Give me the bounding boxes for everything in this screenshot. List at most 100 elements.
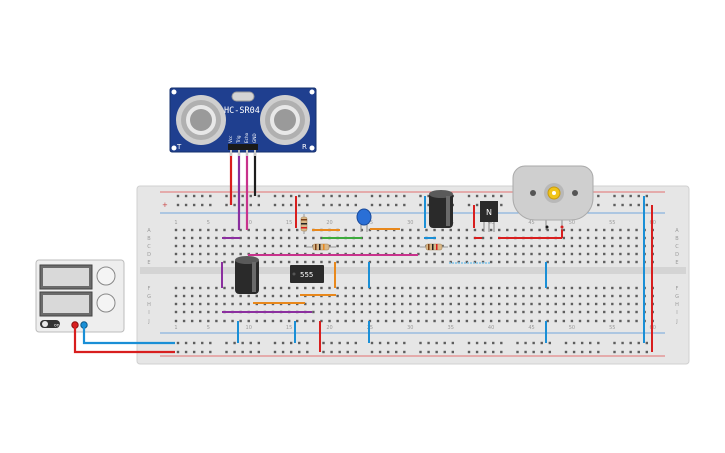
breadboard-hole[interactable] bbox=[441, 228, 444, 232]
breadboard-hole[interactable] bbox=[231, 260, 234, 264]
breadboard-hole[interactable] bbox=[457, 236, 460, 240]
breadboard-hole[interactable] bbox=[279, 236, 283, 240]
breadboard-hole[interactable] bbox=[546, 228, 549, 232]
breadboard-hole[interactable] bbox=[392, 302, 396, 306]
breadboard-hole[interactable] bbox=[570, 228, 574, 232]
rail-hole[interactable] bbox=[209, 341, 212, 345]
rail-hole[interactable] bbox=[354, 350, 358, 354]
breadboard-hole[interactable] bbox=[409, 244, 412, 248]
breadboard-hole[interactable] bbox=[457, 244, 460, 248]
breadboard-hole[interactable] bbox=[586, 236, 590, 240]
breadboard-hole[interactable] bbox=[425, 260, 428, 264]
breadboard-hole[interactable] bbox=[231, 228, 234, 232]
breadboard-hole[interactable] bbox=[376, 302, 380, 306]
rail-hole[interactable] bbox=[613, 350, 616, 354]
breadboard-hole[interactable] bbox=[473, 228, 477, 232]
breadboard-hole[interactable] bbox=[255, 244, 258, 248]
breadboard-hole[interactable] bbox=[287, 319, 291, 323]
breadboard-hole[interactable] bbox=[594, 319, 598, 323]
breadboard-hole[interactable] bbox=[401, 294, 404, 298]
rail-hole[interactable] bbox=[395, 341, 398, 345]
breadboard-hole[interactable] bbox=[514, 302, 517, 306]
rail-hole[interactable] bbox=[233, 194, 236, 198]
breadboard-hole[interactable] bbox=[538, 319, 541, 323]
breadboard-hole[interactable] bbox=[538, 286, 541, 290]
breadboard-hole[interactable] bbox=[296, 319, 299, 323]
breadboard-hole[interactable] bbox=[514, 319, 517, 323]
breadboard-hole[interactable] bbox=[562, 260, 566, 264]
breadboard-hole[interactable] bbox=[174, 260, 178, 264]
breadboard-hole[interactable] bbox=[215, 302, 218, 306]
breadboard-hole[interactable] bbox=[215, 236, 218, 240]
breadboard-hole[interactable] bbox=[368, 302, 372, 306]
rail-hole[interactable] bbox=[273, 341, 277, 345]
breadboard-hole[interactable] bbox=[296, 228, 299, 232]
rail-hole[interactable] bbox=[500, 350, 503, 354]
breadboard-hole[interactable] bbox=[619, 302, 622, 306]
breadboard-hole[interactable] bbox=[481, 294, 485, 298]
rail-hole[interactable] bbox=[629, 341, 632, 345]
breadboard-hole[interactable] bbox=[530, 260, 533, 264]
breadboard-hole[interactable] bbox=[312, 260, 315, 264]
rail-hole[interactable] bbox=[249, 341, 252, 345]
rail-hole[interactable] bbox=[475, 341, 479, 345]
breadboard-hole[interactable] bbox=[425, 310, 428, 314]
breadboard-hole[interactable] bbox=[368, 244, 372, 248]
breadboard-hole[interactable] bbox=[174, 319, 178, 323]
breadboard-hole[interactable] bbox=[449, 260, 452, 264]
breadboard-hole[interactable] bbox=[538, 302, 541, 306]
breadboard-hole[interactable] bbox=[271, 228, 275, 232]
breadboard-hole[interactable] bbox=[619, 252, 622, 256]
rail-hole[interactable] bbox=[419, 194, 422, 198]
breadboard-hole[interactable] bbox=[392, 319, 396, 323]
breadboard-hole[interactable] bbox=[182, 310, 186, 314]
breadboard-hole[interactable] bbox=[392, 310, 396, 314]
breadboard-hole[interactable] bbox=[360, 302, 364, 306]
breadboard-hole[interactable] bbox=[594, 286, 598, 290]
rail-hole[interactable] bbox=[281, 194, 285, 198]
rail-hole[interactable] bbox=[298, 203, 301, 207]
breadboard-hole[interactable] bbox=[287, 244, 291, 248]
breadboard-hole[interactable] bbox=[619, 319, 622, 323]
breadboard-hole[interactable] bbox=[603, 319, 606, 323]
breadboard-hole[interactable] bbox=[182, 302, 186, 306]
breadboard-hole[interactable] bbox=[481, 236, 485, 240]
breadboard-hole[interactable] bbox=[465, 244, 469, 248]
breadboard-hole[interactable] bbox=[182, 244, 186, 248]
breadboard-hole[interactable] bbox=[182, 319, 186, 323]
breadboard-hole[interactable] bbox=[409, 236, 412, 240]
breadboard-hole[interactable] bbox=[538, 252, 541, 256]
rail-hole[interactable] bbox=[637, 194, 640, 198]
breadboard-hole[interactable] bbox=[449, 294, 452, 298]
breadboard-hole[interactable] bbox=[190, 236, 194, 240]
rail-hole[interactable] bbox=[241, 350, 244, 354]
rail-hole[interactable] bbox=[346, 194, 349, 198]
rail-hole[interactable] bbox=[225, 194, 228, 198]
breadboard-hole[interactable] bbox=[417, 260, 420, 264]
rail-hole[interactable] bbox=[645, 194, 649, 198]
breadboard-hole[interactable] bbox=[296, 286, 299, 290]
breadboard-hole[interactable] bbox=[425, 319, 428, 323]
breadboard-hole[interactable] bbox=[538, 244, 541, 248]
rail-hole[interactable] bbox=[298, 194, 301, 198]
breadboard-hole[interactable] bbox=[231, 319, 234, 323]
breadboard-hole[interactable] bbox=[530, 252, 533, 256]
breadboard-hole[interactable] bbox=[263, 286, 267, 290]
rail-hole[interactable] bbox=[492, 350, 495, 354]
breadboard-hole[interactable] bbox=[199, 228, 202, 232]
rail-hole[interactable] bbox=[580, 350, 584, 354]
breadboard-hole[interactable] bbox=[586, 260, 590, 264]
rail-hole[interactable] bbox=[289, 203, 293, 207]
breadboard-hole[interactable] bbox=[514, 228, 517, 232]
breadboard-hole[interactable] bbox=[635, 260, 638, 264]
breadboard-hole[interactable] bbox=[401, 302, 404, 306]
breadboard-hole[interactable] bbox=[562, 310, 566, 314]
breadboard-hole[interactable] bbox=[190, 244, 194, 248]
rail-hole[interactable] bbox=[435, 350, 438, 354]
breadboard-hole[interactable] bbox=[546, 244, 549, 248]
breadboard-hole[interactable] bbox=[457, 252, 460, 256]
breadboard-hole[interactable] bbox=[215, 294, 218, 298]
breadboard-hole[interactable] bbox=[570, 236, 574, 240]
breadboard-hole[interactable] bbox=[506, 260, 509, 264]
breadboard-hole[interactable] bbox=[449, 302, 452, 306]
